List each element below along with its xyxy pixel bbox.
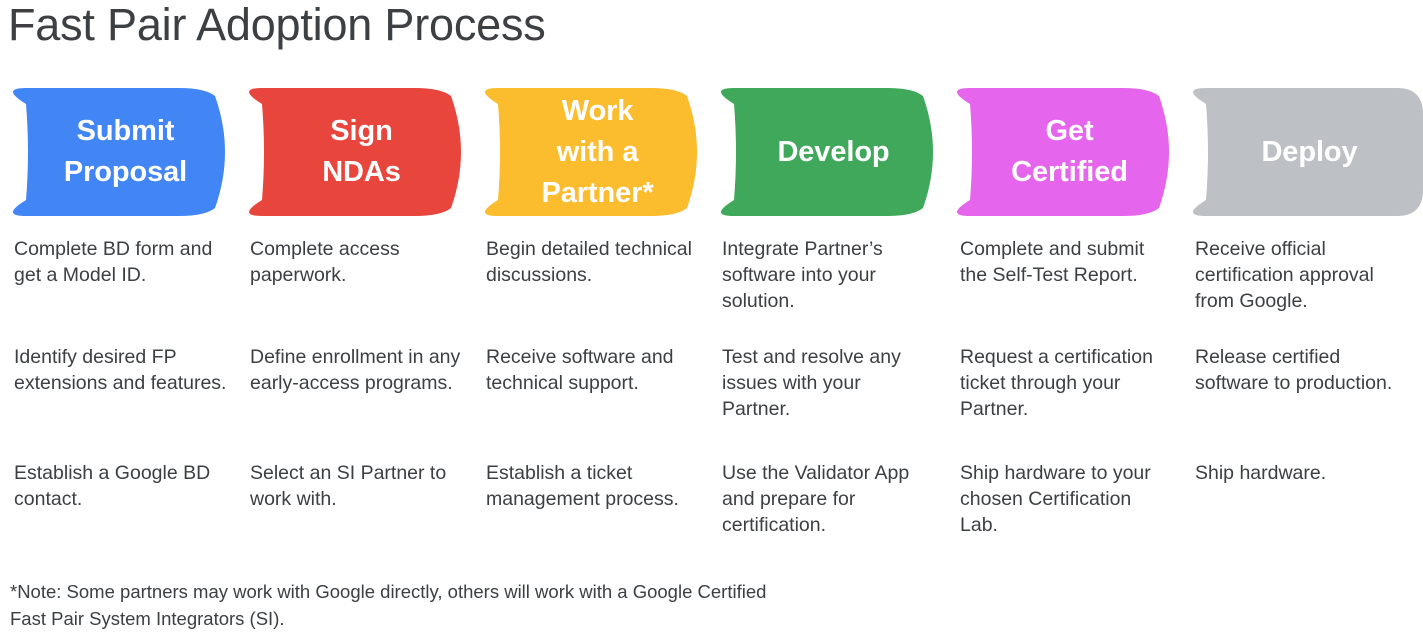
detail-item: Complete and submit the Self-Test Report… — [960, 238, 1145, 286]
process-step-label-deploy: Deploy — [1261, 135, 1358, 168]
detail-item: Complete BD form and get a Model ID. — [14, 238, 213, 286]
footnote-note: *Note: Some partners may work with Googl… — [10, 581, 767, 629]
detail-item: Define enrollment in any early-access pr… — [250, 346, 461, 394]
process-arrow-band: Submit Proposal Sign NDAs Work with a Part… — [0, 88, 1423, 216]
detail-item: Establish a ticket management process. — [486, 462, 679, 510]
process-step-shape-get-certified — [957, 88, 1169, 216]
process-step-shape-sign-ndas — [249, 88, 461, 216]
process-step-deploy[interactable]: Deploy — [1180, 88, 1423, 216]
process-step-submit-proposal[interactable]: Submit Proposal — [0, 88, 235, 216]
process-step-label-get-certified: Get Certified — [1011, 115, 1128, 188]
detail-item: Ship hardware. — [1195, 462, 1327, 484]
detail-item: Release certified software to production… — [1195, 346, 1393, 394]
detail-item: Request a certification ticket through y… — [960, 346, 1153, 420]
process-step-label-develop: Develop — [777, 135, 890, 168]
process-step-label-sign-ndas: Sign NDAs — [322, 115, 401, 188]
detail-item: Receive software and technical support. — [486, 346, 674, 394]
detail-item: Identify desired FP extensions and featu… — [14, 346, 227, 394]
process-step-label-work-with-a-partner: Work with a Partner* — [541, 94, 654, 209]
detail-item: Use the Validator App and prepare for ce… — [722, 462, 910, 536]
detail-item: Ship hardware to your chosen Certificati… — [960, 462, 1151, 536]
process-step-label-submit-proposal: Submit Proposal — [63, 115, 188, 188]
process-step-sign-ndas[interactable]: Sign NDAs — [236, 88, 471, 216]
detail-item: Integrate Partner’s software into your s… — [722, 238, 883, 312]
detail-item: Complete access paperwork. — [250, 238, 400, 286]
detail-item: Begin detailed technical discussions. — [486, 238, 692, 286]
process-step-get-certified[interactable]: Get Certified — [944, 88, 1179, 216]
detail-item: Receive official certification approval … — [1195, 238, 1374, 312]
page-title: Fast Pair Adoption Process — [8, 0, 546, 50]
process-step-shape-develop — [721, 88, 933, 216]
process-step-shape-work-with-a-partner — [485, 88, 697, 216]
detail-item: Establish a Google BD contact. — [14, 462, 211, 510]
process-step-develop[interactable]: Develop — [708, 88, 943, 216]
detail-item: Test and resolve any issues with your Pa… — [722, 346, 901, 420]
process-step-shape-submit-proposal — [13, 88, 225, 216]
detail-item: Select an SI Partner to work with. — [250, 462, 447, 510]
process-step-work-with-a-partner[interactable]: Work with a Partner* — [472, 88, 707, 216]
process-step-shape-deploy — [1193, 88, 1423, 216]
